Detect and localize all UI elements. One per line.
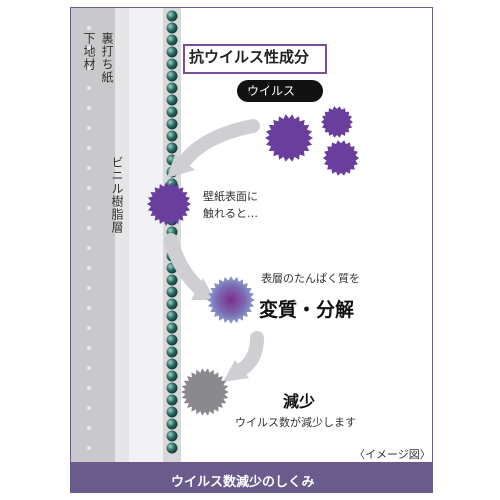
texture-dot: [87, 366, 91, 370]
arrow-to-reduction: [234, 331, 264, 377]
texture-dot: [87, 126, 91, 130]
antiviral-particle: [166, 394, 178, 406]
virus-contacting-surface: [147, 182, 191, 226]
antiviral-particle: [166, 418, 178, 430]
texture-dot: [87, 446, 91, 450]
antiviral-component-title: 抗ウイルス性成分: [189, 48, 310, 66]
texture-dot: [87, 206, 91, 210]
texture-dot: [87, 26, 91, 30]
step2-text: 表層のたんぱく質を: [261, 272, 360, 285]
antiviral-particle: [166, 142, 178, 154]
denaturing-virus: [207, 276, 255, 324]
texture-dot: [87, 146, 91, 150]
step1-text: 壁紙表面に 触れると…: [203, 188, 258, 222]
antiviral-particle: [166, 442, 178, 454]
antiviral-particle: [166, 370, 178, 382]
texture-dot: [87, 406, 91, 410]
texture-dot: [87, 266, 91, 270]
arrow-to-denature: [164, 233, 206, 295]
texture-dot: [87, 306, 91, 310]
texture-dot: [87, 86, 91, 90]
virus-tag: [237, 80, 323, 102]
antiviral-particle: [166, 58, 178, 70]
arrow-to-surface: [174, 119, 260, 173]
antiviral-particle-column: [166, 10, 178, 454]
footer-title: ウイルス数減少のしくみ: [171, 475, 315, 490]
virus-particle: [321, 106, 353, 138]
virus-tag-label: ウイルス: [247, 84, 296, 98]
base-layer-texture: [87, 26, 91, 450]
title-box: [183, 44, 327, 74]
texture-dot: [87, 386, 91, 390]
texture-dot: [87, 226, 91, 230]
diagram-frame: 下地材 裏打ち紙 ビニル樹脂層 抗ウイルス性成分: [70, 7, 433, 493]
antiviral-particle: [166, 130, 178, 142]
antiviral-particle: [166, 46, 178, 58]
mechanism-illustration: [87, 10, 359, 454]
texture-dot: [87, 286, 91, 290]
antiviral-particle: [166, 298, 178, 310]
step3-title: 減少: [283, 392, 316, 411]
arrow-to-reduction-head: [223, 360, 249, 382]
antiviral-particle: [166, 286, 178, 298]
reduced-virus: [181, 368, 229, 416]
step1-line1: 壁紙表面に: [203, 190, 258, 203]
base-layer-label: 下地材: [82, 32, 96, 71]
vinyl-resin-layer: [129, 8, 163, 462]
vinyl-resin-label: ビニル樹脂層: [110, 156, 124, 234]
antiviral-particle: [166, 22, 178, 34]
antiviral-particle: [166, 346, 178, 358]
antiviral-particle: [166, 34, 178, 46]
texture-dot: [87, 426, 91, 430]
step2-main-text: 変質・分解: [259, 299, 355, 321]
texture-dot: [87, 46, 91, 50]
antiviral-particle: [166, 322, 178, 334]
backing-paper-layer: [115, 8, 129, 462]
virus-group: [147, 106, 359, 416]
texture-dot: [87, 246, 91, 250]
footer-bar: [71, 462, 432, 492]
antiviral-particle: [166, 334, 178, 346]
step1-line2: 触れると…: [203, 207, 258, 220]
antiviral-particle: [166, 94, 178, 106]
antiviral-particle: [166, 274, 178, 286]
antiviral-particle: [166, 406, 178, 418]
arrow-to-surface-head: [167, 154, 195, 178]
texture-dot: [87, 166, 91, 170]
antiviral-particle: [166, 358, 178, 370]
image-caption: 〈イメージ図〉: [354, 448, 431, 461]
antiviral-particle: [166, 430, 178, 442]
texture-dot: [87, 326, 91, 330]
antiviral-particle: [166, 10, 178, 22]
texture-dot: [87, 66, 91, 70]
virus-particle: [265, 114, 313, 162]
base-layer: [71, 8, 115, 462]
antiviral-particle: [166, 118, 178, 130]
texture-dot: [87, 346, 91, 350]
antiviral-particle: [166, 310, 178, 322]
texture-dot: [87, 106, 91, 110]
texture-dot: [87, 186, 91, 190]
backing-paper-label: 裏打ち紙: [100, 32, 114, 84]
antiviral-particle: [166, 106, 178, 118]
antiviral-particle: [166, 382, 178, 394]
step3-text: ウイルス数が減少します: [235, 416, 356, 429]
antiviral-particle: [166, 70, 178, 82]
virus-particle: [323, 140, 359, 176]
antiviral-particle: [166, 82, 178, 94]
